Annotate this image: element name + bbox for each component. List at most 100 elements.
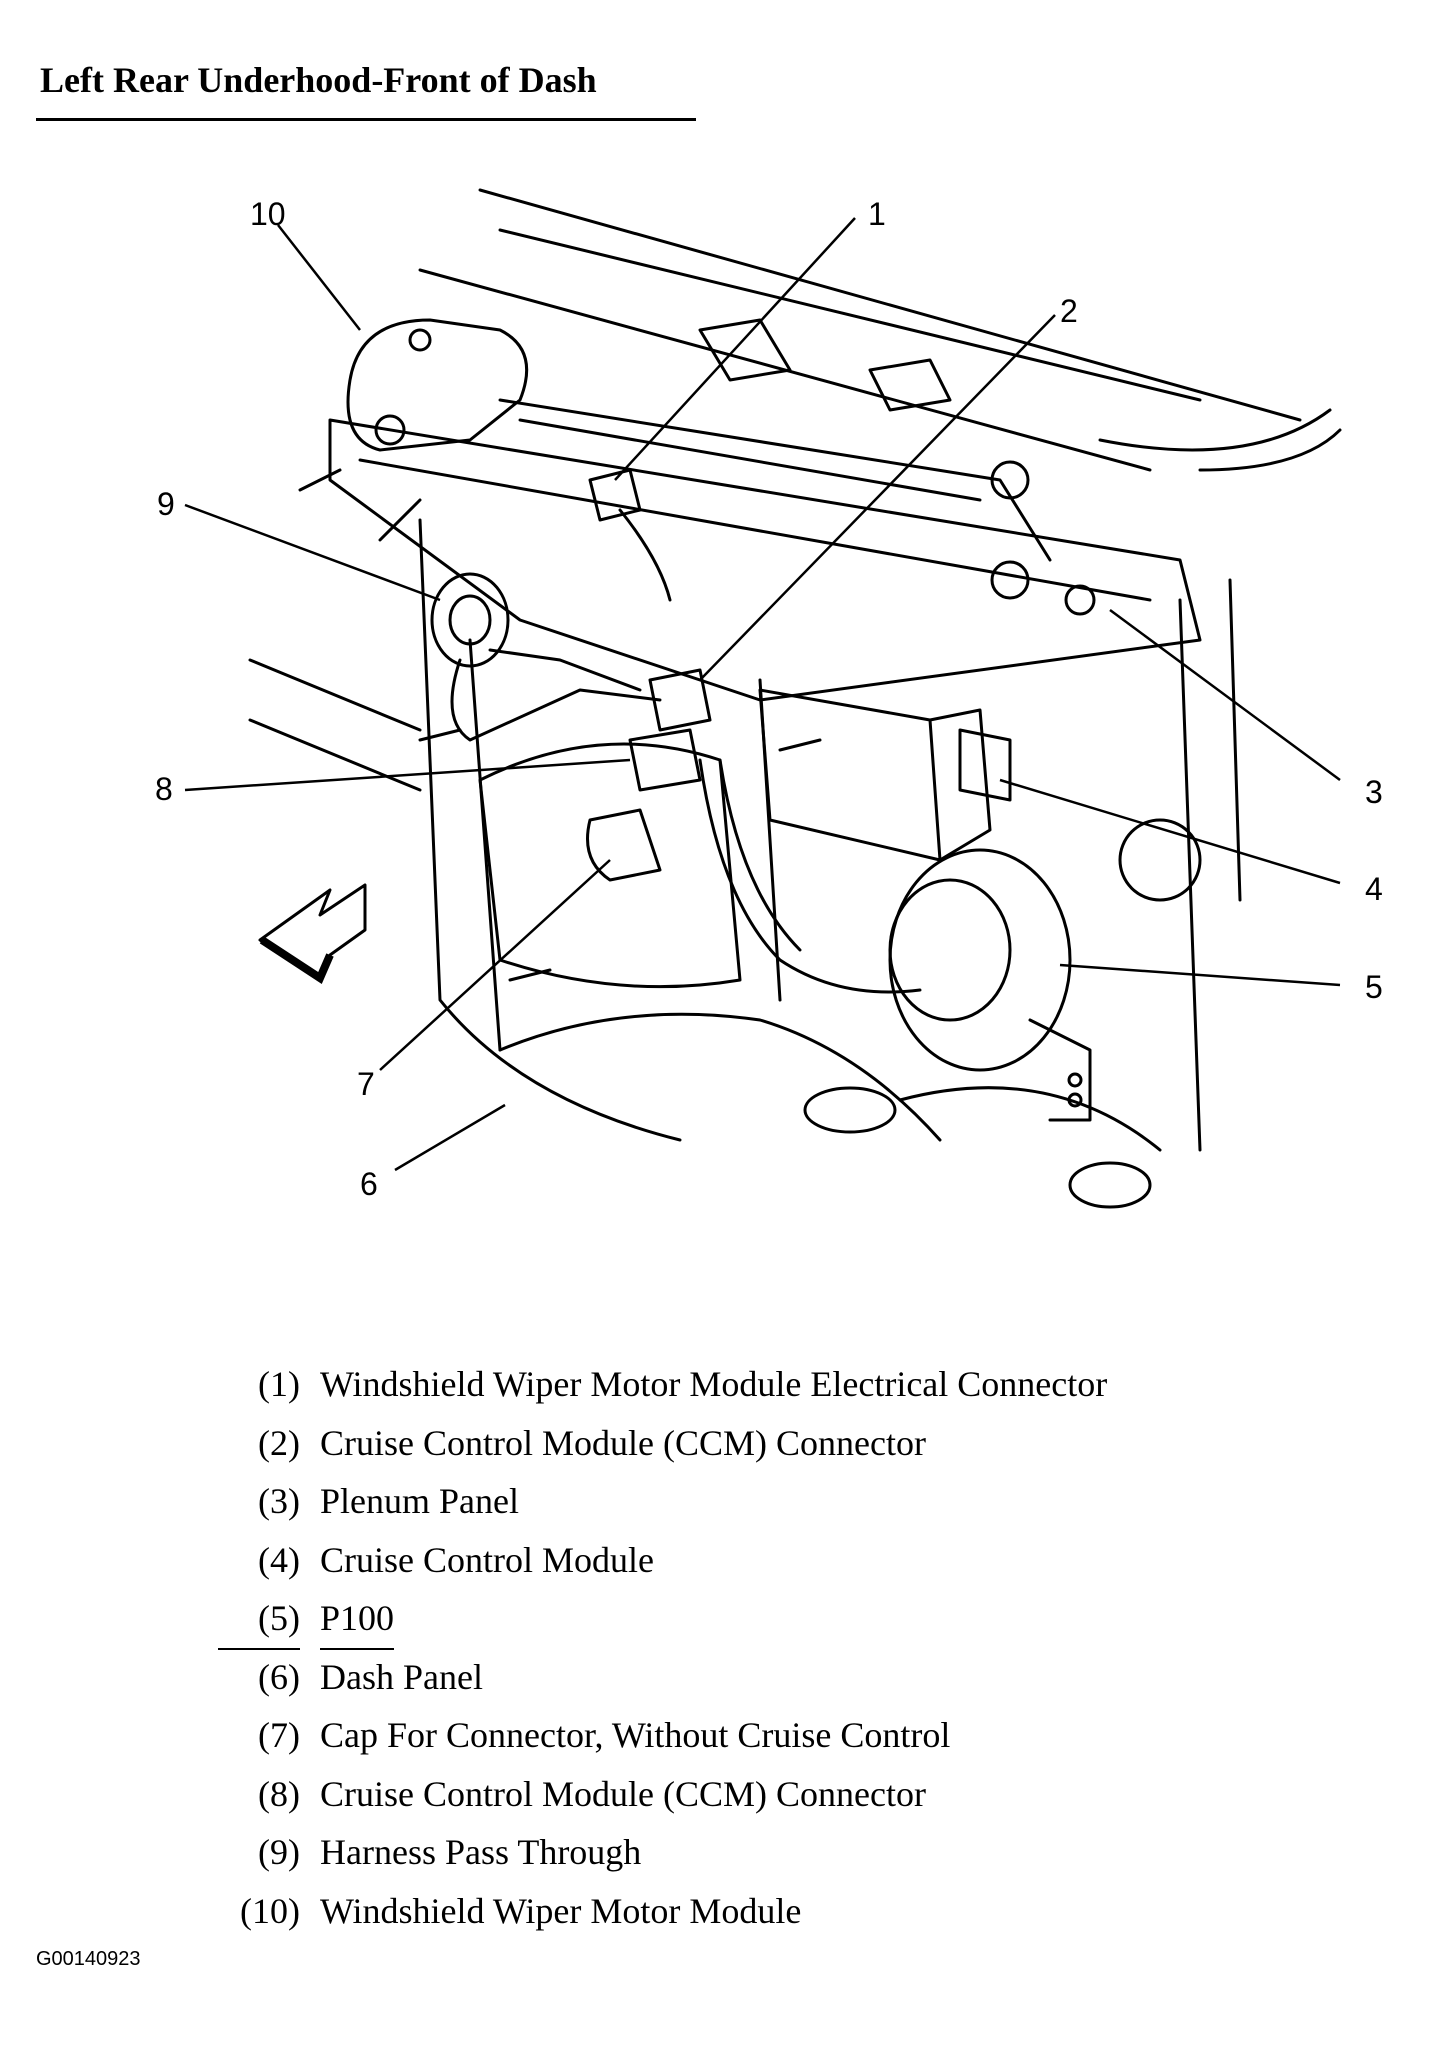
- legend-text: Windshield Wiper Motor Module Electrical…: [320, 1364, 1108, 1404]
- callout-4: 4: [1365, 871, 1383, 907]
- callout-8: 8: [155, 771, 173, 807]
- ccm-connector-lower: [628, 728, 702, 792]
- p100-grommet-outer: [888, 848, 1072, 1072]
- leader-line-8: [184, 758, 631, 792]
- legend-number: (9): [258, 1832, 300, 1872]
- callout-2: 2: [1060, 293, 1078, 329]
- dash-panel-edge: [1228, 578, 1242, 902]
- stud: [778, 738, 822, 752]
- p100-grommet-inner: [888, 878, 1012, 1022]
- hood-line: [498, 228, 1202, 402]
- legend-text: Plenum Panel: [320, 1481, 519, 1521]
- leader-line-7: [379, 859, 611, 1071]
- wiper-pivot: [990, 460, 1030, 500]
- wiper-motor-module: [346, 318, 529, 452]
- legend-number: (1): [258, 1364, 300, 1404]
- harness-pass-through: [430, 572, 510, 668]
- legend-text: Cap For Connector, Without Cruise Contro…: [320, 1715, 951, 1755]
- leader-line-3: [1109, 608, 1341, 782]
- callout-5: 5: [1365, 969, 1383, 1005]
- dash-panel-edge: [1178, 598, 1202, 1152]
- legend-text: P100: [320, 1589, 395, 1650]
- page-title: Left Rear Underhood-Front of Dash: [40, 60, 597, 100]
- dash-panel-hole: [803, 1086, 897, 1134]
- title-underline: [36, 118, 696, 121]
- legend-number: (6): [258, 1656, 300, 1697]
- ccm-connector-upper: [648, 668, 712, 732]
- hood-line: [478, 188, 1302, 422]
- wire-harness: [450, 658, 662, 742]
- p100-bolt: [1067, 1072, 1083, 1088]
- legend-item: (4) Cruise Control Module: [218, 1531, 1318, 1590]
- dash-panel-hole: [1118, 818, 1202, 902]
- p100-bracket: [1028, 1018, 1092, 1122]
- wiper-motor-bolt: [374, 414, 406, 446]
- legend-number: (7): [258, 1715, 300, 1755]
- legend-number: (5): [218, 1589, 300, 1650]
- callout-1: 1: [868, 196, 886, 232]
- dash-panel-hole: [1068, 1161, 1152, 1209]
- dash-panel-opening: [478, 742, 742, 989]
- connector-cap: [586, 808, 662, 882]
- fender-line: [248, 658, 422, 732]
- connector-wire: [618, 508, 672, 602]
- callout-10: 10: [250, 196, 286, 232]
- cruise-control-module-side: [928, 708, 992, 862]
- legend-number: (3): [258, 1481, 300, 1521]
- leader-line-10: [277, 224, 361, 331]
- bolt: [418, 728, 462, 742]
- leader-line-6: [394, 1103, 506, 1172]
- wire-harness-main: [698, 758, 922, 994]
- callout-6: 6: [360, 1166, 378, 1202]
- callout-9: 9: [157, 486, 175, 522]
- leader-line-2: [699, 314, 1056, 681]
- diagram-figure: 1 2 3 4 5 6 7 8 9 10: [155, 188, 1383, 1209]
- legend-item: (3) Plenum Panel: [218, 1472, 1318, 1531]
- dash-panel-lower: [898, 1086, 1162, 1152]
- legend-number: (10): [240, 1890, 300, 1931]
- bolt: [378, 498, 422, 542]
- legend-text: Cruise Control Module: [320, 1539, 654, 1580]
- figure-id: G00140923: [36, 1948, 141, 1970]
- dash-panel: [418, 518, 682, 1142]
- bolt: [298, 468, 342, 492]
- legend-item: (1) Windshield Wiper Motor Module Electri…: [218, 1355, 1318, 1414]
- legend-text: Cruise Control Module (CCM) Connector: [320, 1422, 926, 1463]
- legend-item: (5) P100: [218, 1589, 1318, 1650]
- wire-harness-main: [718, 758, 802, 952]
- legend-item: (10) Windshield Wiper Motor Module: [218, 1882, 1318, 1941]
- leader-line-1: [614, 217, 856, 481]
- leader-lines: [184, 217, 1341, 1172]
- wiper-motor-hub: [408, 328, 432, 352]
- wiper-pivot: [990, 560, 1030, 600]
- legend-item: (8) Cruise Control Module (CCM) Connector: [218, 1765, 1318, 1824]
- legend-item: (7) Cap For Connector, Without Cruise Con…: [218, 1706, 1318, 1765]
- mounting-bracket: [958, 728, 1012, 802]
- wiper-linkage: [498, 398, 1052, 562]
- legend-list: (1) Windshield Wiper Motor Module Electri…: [218, 1355, 1318, 1940]
- p100-bolt: [1067, 1092, 1083, 1108]
- legend-number: (8): [258, 1773, 300, 1814]
- legend-item: (9) Harness Pass Through: [218, 1823, 1318, 1882]
- legend-number: (4): [258, 1539, 300, 1580]
- leader-line-4: [999, 778, 1341, 885]
- legend-text: Cruise Control Module (CCM) Connector: [320, 1773, 926, 1814]
- windshield-edge: [1198, 428, 1342, 472]
- dash-panel: [468, 638, 502, 1052]
- wiper-motor-connector: [588, 468, 642, 522]
- fender-line: [248, 718, 422, 792]
- wiper-linkage: [518, 418, 982, 502]
- plenum-edge: [358, 458, 1152, 602]
- legend-item: (6)Dash Panel: [218, 1648, 1318, 1707]
- legend-number: (2): [258, 1422, 300, 1463]
- leader-line-9: [184, 503, 441, 602]
- dash-panel-lower: [498, 1012, 942, 1142]
- wire-harness: [488, 648, 642, 692]
- callout-7: 7: [357, 1066, 375, 1102]
- legend-text: Harness Pass Through: [320, 1832, 642, 1872]
- callout-3: 3: [1365, 774, 1383, 810]
- cruise-control-module: [758, 688, 942, 862]
- legend-text: Windshield Wiper Motor Module: [320, 1890, 802, 1931]
- plenum-vent: [698, 318, 792, 382]
- forward-arrow-shade: [259, 936, 334, 984]
